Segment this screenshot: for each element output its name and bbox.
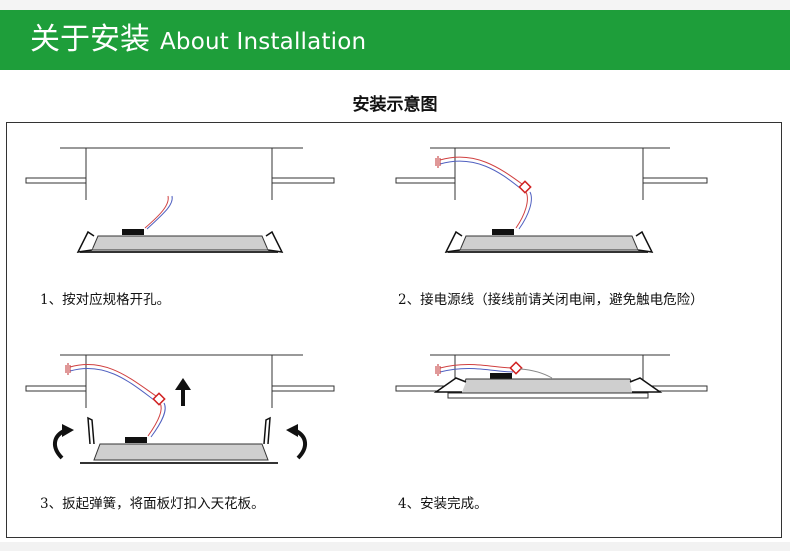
diagram-frame bbox=[6, 122, 782, 538]
ceiling-board-right bbox=[271, 177, 335, 184]
wire-connector bbox=[518, 180, 532, 194]
step-2-illustration bbox=[395, 147, 708, 253]
step-1-illustration bbox=[25, 147, 335, 253]
step-3-caption: 3、扳起弹簧，将面板灯扣入天花板。 bbox=[40, 496, 265, 512]
ceiling-board-left bbox=[25, 177, 87, 184]
section-banner bbox=[0, 10, 790, 70]
banner-title-en: About Installation bbox=[160, 29, 367, 55]
power-cable bbox=[144, 195, 169, 229]
bottom-strip bbox=[0, 542, 790, 551]
step-4-illustration bbox=[395, 354, 708, 399]
step-4-caption: 4、安装完成。 bbox=[398, 496, 488, 512]
top-strip bbox=[0, 0, 790, 10]
spring-left bbox=[76, 230, 95, 253]
step-1-caption: 1、按对应规格开孔。 bbox=[40, 292, 171, 308]
mains-wire bbox=[439, 156, 523, 185]
spring-right bbox=[265, 230, 284, 253]
panel-light bbox=[91, 235, 269, 251]
step-2-caption: 2、接电源线（接线前请关闭电闸，避免触电危险） bbox=[398, 292, 704, 308]
spring-raised-left bbox=[87, 416, 95, 445]
banner-title-cn: 关于安装 bbox=[30, 22, 150, 57]
banner-title: 关于安装 About Installation bbox=[30, 10, 366, 70]
diagram-title: 安装示意图 bbox=[352, 95, 438, 115]
spring-raised-right bbox=[263, 416, 271, 445]
step-3-illustration bbox=[25, 354, 335, 464]
driver-box bbox=[122, 229, 144, 235]
